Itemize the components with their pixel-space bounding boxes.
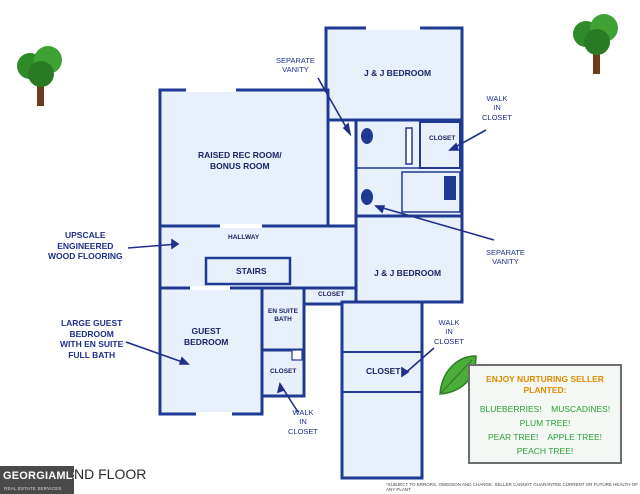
label-closet-upper: CLOSET	[429, 135, 456, 142]
callout-walk-in-closet-mid: WALK IN CLOSET	[434, 318, 465, 346]
disclaimer: *SUBJECT TO ERRORS, OMISSION AND CHANGE.…	[386, 482, 639, 492]
label-en-suite-bath: EN SUITE BATH	[268, 308, 298, 324]
sink-icon	[361, 128, 373, 144]
sink-icon	[361, 189, 373, 205]
room-jj-bedroom-top	[324, 26, 464, 122]
label-closet-mid: CLOSET	[318, 291, 345, 298]
brand-name: GEORGIAMLS	[3, 470, 81, 482]
label-jj-bedroom-mid: J & J BEDROOM	[374, 268, 442, 278]
room-raised-rec	[158, 88, 330, 228]
callout-walk-in-closet-bottom: WALK IN CLOSET	[288, 408, 319, 436]
promo-line: PEAR TREE! APPLE TREE!	[487, 432, 602, 442]
promo-box: ENJOY NURTURING SELLER PLANTED: BLUEBERR…	[468, 364, 622, 464]
promo-title: ENJOY NURTURING SELLER PLANTED:	[486, 374, 604, 396]
promo-line: PEACH TREE!	[516, 446, 574, 456]
label-stairs: STAIRS	[236, 266, 267, 276]
room-lower-wing	[340, 300, 424, 480]
floor-label: ND FLOOR	[74, 466, 147, 482]
label-raised-rec-room: RAISED REC ROOM/ BONUS ROOM	[198, 150, 282, 171]
callout-walk-in-closet-top: WALK IN CLOSET	[482, 94, 513, 122]
room-guest-bedroom	[158, 286, 264, 416]
label-guest-bedroom: GUEST BEDROOM	[184, 326, 229, 347]
stairs-outline	[204, 256, 292, 286]
tree-icon	[17, 46, 62, 106]
promo-line: PLUM TREE!	[519, 418, 571, 428]
leaf-icon	[439, 355, 477, 395]
brand-subtitle: REAL ESTATE SERVICES	[4, 486, 62, 491]
label-closet-small: CLOSET	[270, 368, 297, 375]
brand-logo: GEORGIAMLS REAL ESTATE SERVICES	[0, 466, 80, 494]
callout-separate-vanity-top: SEPARATE VANITY	[276, 56, 315, 75]
label-closet-large: CLOSET	[366, 366, 401, 376]
label-hallway: HALLWAY	[228, 234, 260, 241]
tub-icon	[444, 176, 456, 200]
room-jj-bedroom-mid	[354, 214, 464, 304]
tree-icon	[573, 14, 618, 74]
callout-separate-vanity-mid: SEPARATE VANITY	[486, 248, 525, 267]
callout-upscale-flooring: UPSCALE ENGINEERED WOOD FLOORING	[48, 230, 123, 262]
promo-line: BLUEBERRIES! MUSCADINES!	[479, 404, 611, 414]
callout-large-guest-bedroom: LARGE GUEST BEDROOM WITH EN SUITE FULL B…	[60, 318, 124, 360]
room-closet-corridor	[302, 286, 358, 306]
label-jj-bedroom-top: J & J BEDROOM	[364, 68, 432, 78]
